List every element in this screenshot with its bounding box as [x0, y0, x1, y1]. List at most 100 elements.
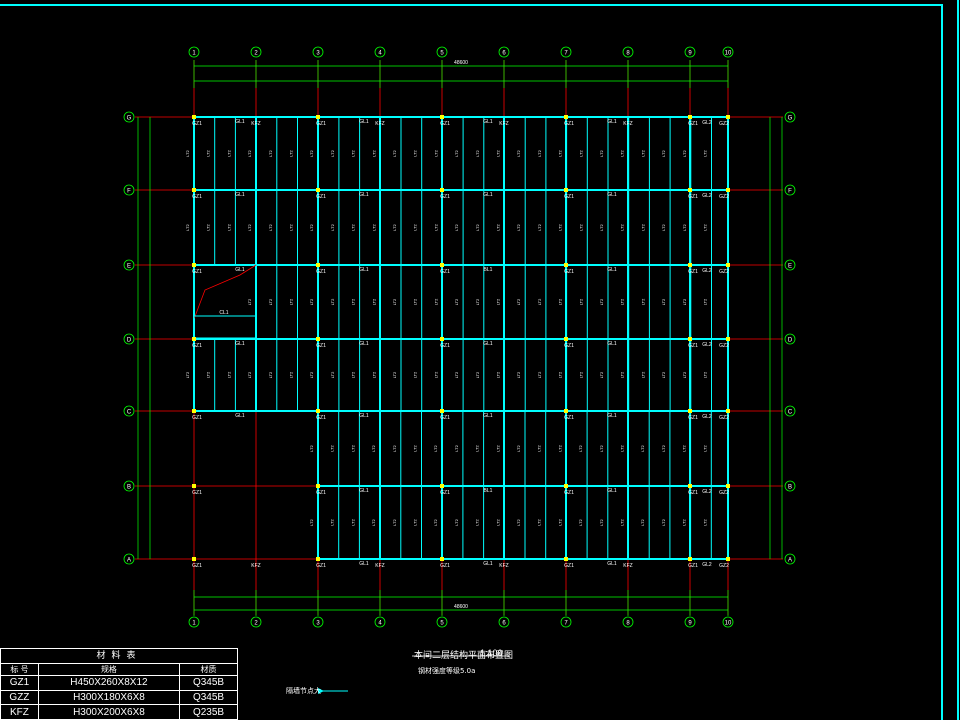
purlin-label: LT2	[475, 444, 480, 451]
purlin-label: LT2	[475, 298, 480, 305]
legend-arrow-head	[318, 688, 324, 694]
beam-label: GL1	[483, 119, 493, 125]
beam-label: GL1	[359, 192, 369, 198]
grid-bubble-row	[784, 333, 796, 345]
column-mark	[564, 115, 568, 119]
purlin-label: LT2	[247, 223, 252, 230]
beam-label: GL1	[607, 561, 617, 567]
kfz-label: KFZ	[623, 563, 632, 569]
purlin-label: LT2	[392, 371, 397, 378]
beam-label: GL1	[359, 341, 369, 347]
purlin-label: LT2	[578, 444, 583, 451]
column-mark	[564, 337, 568, 341]
purlin-label: LT2	[578, 371, 583, 378]
column-label: GZ1	[688, 269, 698, 275]
column-label-secondary: GZ2	[719, 269, 729, 275]
beam-label: GL1	[483, 192, 493, 198]
grid-bubble-col	[498, 616, 510, 628]
material-row: GZZ H300X180X6X8 Q345B	[0, 689, 238, 706]
grid-bubble-row-label: F	[127, 189, 131, 195]
secondary-beam-label: GL2	[702, 414, 712, 420]
column-mark	[316, 337, 320, 341]
grid-bubble-row	[784, 553, 796, 565]
stair-frame	[193, 315, 257, 339]
purlin-label: LT2	[703, 298, 708, 305]
grid-bubble-col	[188, 616, 200, 628]
column-label: GZ1	[688, 490, 698, 496]
grid-bubble-col-label: 1	[192, 621, 196, 627]
column-label: GZ1	[688, 415, 698, 421]
column-label: GZ1	[564, 269, 574, 275]
column-label: GZ1	[688, 194, 698, 200]
purlin-label: LT2	[640, 518, 645, 525]
purlin-label: LT2	[309, 518, 314, 525]
column-mark	[564, 188, 568, 192]
purlin-label: LT2	[433, 518, 438, 525]
column-mark	[726, 484, 730, 488]
grid-bubble-col-label: 9	[688, 51, 692, 57]
opening-outline	[193, 264, 257, 320]
column-label: GZ1	[192, 269, 202, 275]
column-mark	[192, 484, 196, 488]
grid-bubble-col	[622, 46, 634, 58]
grid-bubble-col-label: 10	[725, 621, 732, 627]
grid-bubble-row	[123, 333, 135, 345]
grid-bubble-row	[123, 553, 135, 565]
grid-bubble-col	[374, 46, 386, 58]
beam-label: GL1	[235, 341, 245, 347]
purlin-label: LT2	[578, 223, 583, 230]
column-mark	[688, 115, 692, 119]
purlin-label: LT2	[247, 298, 252, 305]
purlin-label: LT2	[206, 223, 211, 230]
column-mark	[688, 263, 692, 267]
drawing-title: 本间二层结构平面布置图	[414, 651, 514, 661]
purlin-label: LT2	[289, 149, 294, 156]
purlin-label: LT2	[433, 223, 438, 230]
purlin-label: LT2	[475, 223, 480, 230]
purlin-label: LT2	[330, 444, 335, 451]
column-label: GZ1	[316, 194, 326, 200]
grid-bubble-col	[250, 46, 262, 58]
column-label: GZ1	[688, 563, 698, 569]
purlin-label: LT2	[661, 223, 666, 230]
grid-bubble-row-label: D	[127, 338, 132, 344]
column-label: GZ1	[192, 415, 202, 421]
purlin-label: LT2	[309, 223, 314, 230]
column-label: GZ1	[564, 563, 574, 569]
kfz-label: KFZ	[251, 121, 260, 127]
grid-bubble-col-label: 4	[378, 621, 382, 627]
column-label: GZ1	[316, 490, 326, 496]
purlin-label: LT2	[433, 371, 438, 378]
beam-label: GL1	[607, 488, 617, 494]
purlin-label: LT2	[371, 518, 376, 525]
grid-bubble-col	[560, 616, 572, 628]
purlin-label: LT2	[268, 371, 273, 378]
column-mark	[192, 337, 196, 341]
beam-label: GL1	[607, 192, 617, 198]
purlin-label: LT2	[371, 298, 376, 305]
purlin-label: LT2	[495, 444, 500, 451]
column-mark	[726, 557, 730, 561]
purlin-label: LT2	[206, 149, 211, 156]
purlin-label: LT2	[268, 223, 273, 230]
grid-bubble-row-label: G	[127, 116, 132, 122]
column-mark	[688, 337, 692, 341]
grid-bubble-col-label: 5	[440, 621, 444, 627]
column-mark	[192, 557, 196, 561]
purlin-label: LT2	[330, 149, 335, 156]
grid-bubble-row	[784, 480, 796, 492]
purlin-label: LT2	[371, 223, 376, 230]
purlin-label: LT2	[682, 298, 687, 305]
kfz-label: KFZ	[499, 121, 508, 127]
material-row: GZ1 H450X260X8X12 Q345B	[0, 675, 238, 691]
frame-border	[0, 4, 943, 720]
column-label: GZ1	[192, 121, 202, 127]
column-mark	[192, 263, 196, 267]
purlin-label: LT2	[578, 298, 583, 305]
grid-bubble-col	[622, 616, 634, 628]
beam-label: GL1	[483, 413, 493, 419]
purlin-label: LT2	[661, 518, 666, 525]
grid-bubble-row-label: E	[127, 264, 131, 270]
purlin-label: LT2	[640, 371, 645, 378]
